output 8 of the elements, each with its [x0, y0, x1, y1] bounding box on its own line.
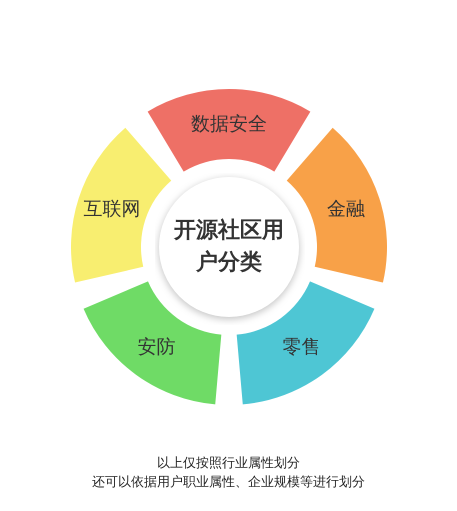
center-title: 开源社区用户分类 [172, 217, 285, 277]
segment-label: 互联网 [84, 196, 141, 222]
segment-label: 安防 [138, 334, 176, 360]
note-text: 以上仅按照行业属性划分 [156, 455, 301, 472]
segment-label: 零售 [282, 334, 320, 360]
segment-label: 金融 [326, 196, 365, 222]
note-text: 还可以依据用户职业属性、企业规模等进行划分 [91, 474, 366, 491]
segment-label: 数据安全 [191, 112, 267, 137]
